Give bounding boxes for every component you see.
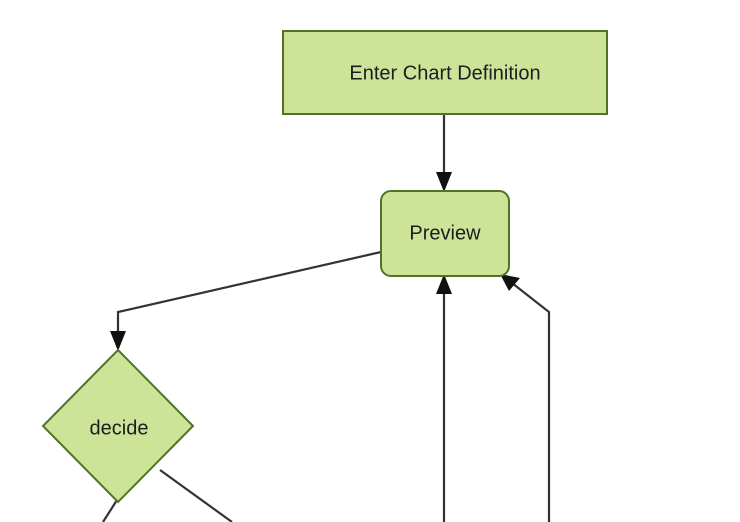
node-enter-chart-definition[interactable]: Enter Chart Definition (282, 30, 608, 115)
node-preview[interactable]: Preview (380, 190, 510, 277)
edge-return-right-to-preview (500, 274, 551, 522)
node-label-preview: Preview (409, 222, 481, 244)
node-label-enter-chart-definition: Enter Chart Definition (349, 62, 540, 84)
node-rounded-rectangle[interactable] (380, 190, 510, 277)
edge-decide-down-right (159, 469, 233, 522)
edge-line (102, 499, 118, 522)
edge-line (159, 469, 233, 522)
edge-line (511, 282, 551, 522)
node-rectangle[interactable] (282, 30, 608, 115)
edge-return-center-to-preview (436, 274, 452, 522)
edge-enter-to-preview (436, 114, 452, 192)
edge-decide-down-left (102, 499, 118, 522)
node-diamond[interactable] (41, 348, 195, 504)
node-decide[interactable]: decide (41, 348, 195, 504)
edge-preview-to-decide (110, 250, 382, 351)
arrow-head-icon (436, 172, 452, 192)
arrow-head-icon (500, 274, 520, 291)
arrow-head-icon (436, 274, 452, 294)
node-label-decide: decide (90, 417, 149, 439)
arrow-head-icon (110, 331, 126, 351)
edge-line (116, 250, 382, 339)
